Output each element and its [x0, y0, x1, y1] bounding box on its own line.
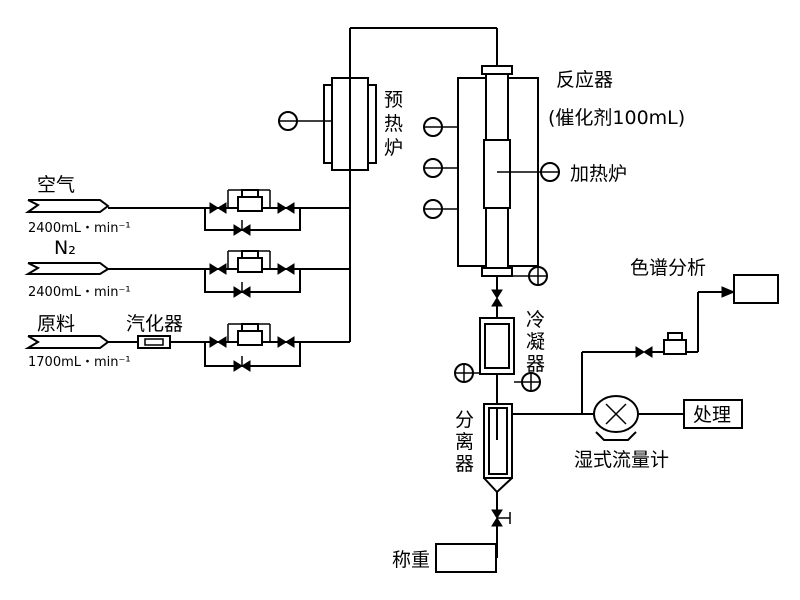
gas-outlet-line [512, 286, 736, 415]
reactor-outlet-valve [491, 289, 503, 318]
air-label: 空气 [37, 174, 75, 196]
condenser-label: 冷 凝 器 [526, 309, 551, 375]
heater-label: 加热炉 [570, 163, 627, 185]
preheater-furnace [278, 27, 498, 171]
wet-flow-meter-label: 湿式流量计 [574, 449, 669, 471]
chromatography-label: 色谱分析 [630, 257, 706, 279]
n2-flow-label: 2400mL・min⁻¹ [28, 285, 131, 300]
reactor-vessel [423, 65, 560, 290]
weighing-label: 称重 [392, 549, 430, 571]
feed-flow-control [204, 323, 350, 372]
preheater-char-1: 预 [384, 89, 403, 111]
condenser-unit [454, 317, 541, 404]
vaporizer-unit [137, 335, 171, 349]
condenser-char-3: 器 [526, 353, 545, 375]
catalyst-label: (催化剂100mL) [548, 107, 685, 129]
separator-char-2: 离 [455, 431, 474, 453]
wet-flow-meter [593, 395, 684, 441]
n2-inlet [24, 262, 205, 275]
condenser-char-2: 凝 [526, 331, 545, 353]
chromatography-box [733, 274, 779, 304]
treatment-box [683, 399, 743, 429]
air-flow-label: 2400mL・min⁻¹ [28, 221, 131, 236]
separator-label: 分 离 器 [455, 409, 480, 475]
separator-char-3: 器 [455, 453, 474, 475]
preheater-label: 预 热 炉 [384, 89, 409, 159]
feed-inlet [24, 335, 205, 349]
feed-label: 原料 [37, 313, 75, 335]
n2-flow-control [204, 250, 350, 298]
feed-flow-label: 1700mL・min⁻¹ [28, 355, 131, 370]
separator-char-1: 分 [455, 409, 474, 431]
weighing-box [435, 543, 497, 573]
separator-unit [436, 403, 513, 559]
preheater-char-2: 热 [384, 113, 403, 135]
preheater-char-3: 炉 [384, 137, 403, 159]
air-inlet [24, 199, 205, 213]
condenser-char-1: 冷 [526, 309, 545, 331]
treatment-label: 处理 [693, 404, 731, 426]
n2-label: N₂ [54, 237, 76, 259]
vaporizer-label: 汽化器 [126, 313, 183, 335]
air-flow-control [204, 189, 350, 236]
reactor-label: 反应器 [556, 69, 613, 91]
